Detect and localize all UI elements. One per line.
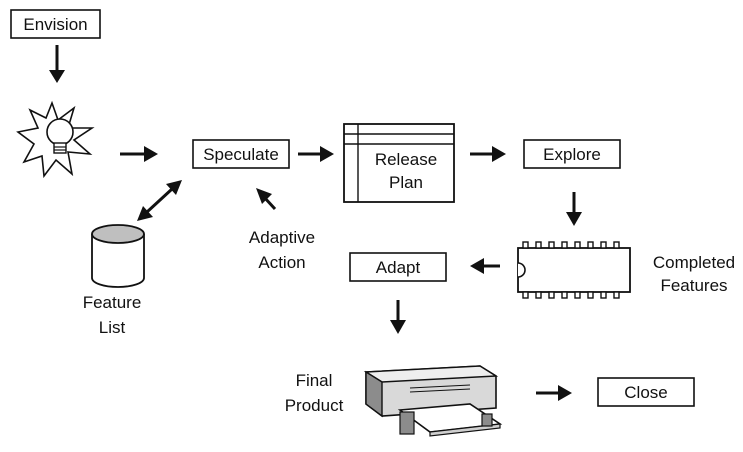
arrow-completed-features-to-adapt bbox=[470, 258, 500, 274]
release-plan-label-line2: Plan bbox=[389, 173, 423, 192]
chip-icon bbox=[517, 241, 631, 299]
arrow-speculate-to-release-plan bbox=[298, 146, 334, 162]
adaptive-action-label-line1: Adaptive bbox=[249, 228, 315, 247]
feature-list-label-line2: List bbox=[99, 318, 126, 337]
explore-node: Explore bbox=[523, 139, 621, 169]
close-node: Close bbox=[597, 377, 695, 407]
lightbulb-icon bbox=[16, 100, 95, 179]
printer-icon bbox=[363, 365, 503, 437]
arrow-release-plan-to-explore bbox=[470, 146, 506, 162]
release-plan-label-line1: Release bbox=[375, 150, 437, 169]
final-product-label-line2: Product bbox=[285, 396, 344, 415]
close-label: Close bbox=[624, 383, 667, 402]
adapt-node: Adapt bbox=[349, 252, 447, 282]
feature-list-label-line1: Feature bbox=[83, 293, 142, 312]
arrow-explore-to-completed-features bbox=[566, 192, 582, 226]
speculate-node: Speculate bbox=[192, 139, 290, 169]
database-cylinder-icon bbox=[91, 224, 145, 288]
adapt-label: Adapt bbox=[376, 258, 421, 277]
arrow-final-product-to-close bbox=[536, 385, 572, 401]
completed-features-label-line2: Features bbox=[660, 276, 727, 295]
final-product-label-line1: Final bbox=[296, 371, 333, 390]
completed-features-label-line1: Completed bbox=[653, 253, 735, 272]
adaptive-action: Adaptive Action bbox=[249, 188, 315, 272]
arrow-adapt-to-final-product bbox=[390, 300, 406, 334]
adaptive-action-label-line2: Action bbox=[258, 253, 305, 272]
arrow-envision-to-idea bbox=[49, 45, 65, 83]
speculate-label: Speculate bbox=[203, 145, 279, 164]
explore-label: Explore bbox=[543, 145, 601, 164]
release-plan-node: Release Plan bbox=[343, 123, 455, 203]
envision-node: Envision bbox=[10, 9, 101, 39]
arrow-feature-list-speculate bbox=[137, 180, 182, 221]
arrow-idea-to-speculate bbox=[120, 146, 158, 162]
envision-label: Envision bbox=[23, 15, 87, 34]
